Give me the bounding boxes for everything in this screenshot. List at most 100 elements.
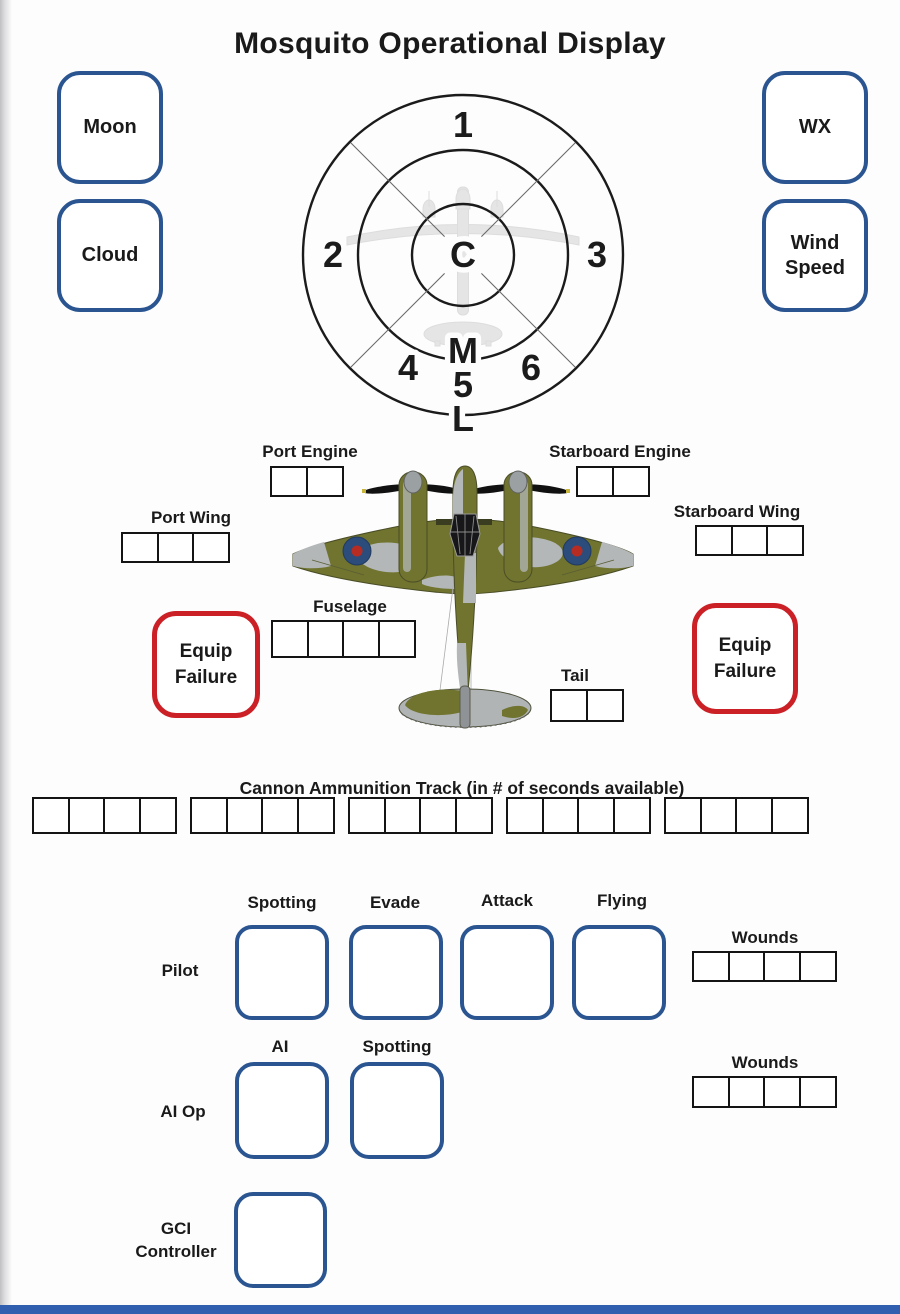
pilot-flying-box[interactable] (572, 925, 666, 1020)
pilot-skill-label-attack: Attack (481, 891, 533, 910)
ammo-box[interactable] (541, 797, 580, 834)
equip-failure-label-line1: Equip (718, 634, 772, 656)
ammo-box[interactable] (612, 797, 651, 834)
ammo-group-3 (348, 797, 493, 834)
port-wing-label: Port Wing (150, 508, 232, 527)
aiop-wound-box[interactable] (727, 1076, 766, 1108)
ammo-group-5 (664, 797, 809, 834)
fuselage-damage-box[interactable] (377, 620, 416, 658)
port-wing-damage-box[interactable] (121, 532, 159, 563)
port-wing-track (121, 532, 230, 563)
sector-label-3: 3 (587, 234, 607, 275)
aiop-wound-box[interactable] (798, 1076, 837, 1108)
ammo-group-2 (190, 797, 335, 834)
starboard-wing-track (695, 525, 804, 556)
wind-speed-box[interactable]: Wind Speed (762, 199, 868, 312)
aiop-skill-label-spotting: Spotting (362, 1037, 432, 1056)
pilot-evade-box[interactable] (349, 925, 443, 1020)
engine-nacelles (398, 470, 533, 583)
ammo-box[interactable] (383, 797, 422, 834)
ammo-box[interactable] (348, 797, 386, 834)
range-band-close: C (450, 234, 476, 275)
tail-track (550, 689, 624, 722)
starboard-wing-damage-box[interactable] (730, 525, 769, 556)
ammo-box[interactable] (138, 797, 177, 834)
tail-label: Tail (560, 666, 590, 685)
aiop-wound-box[interactable] (763, 1076, 801, 1108)
fuselage-label: Fuselage (313, 597, 387, 616)
page-edge-shadow (0, 0, 12, 1314)
cloud-label: Cloud (81, 244, 139, 266)
starboard-engine-damage-box[interactable] (611, 466, 650, 497)
starboard-wing-damage-box[interactable] (766, 525, 804, 556)
ammo-box[interactable] (770, 797, 809, 834)
bomber-silhouette (346, 186, 580, 347)
ammo-box[interactable] (296, 797, 335, 834)
aiop-label: AI Op (160, 1102, 206, 1121)
pilot-wound-box[interactable] (692, 951, 730, 982)
sector-line-se (481, 273, 576, 368)
tail-damage-box[interactable] (585, 689, 624, 722)
gci-label-line2: Controller (135, 1242, 217, 1261)
wind-speed-label: Wind Speed (784, 231, 846, 279)
tailplane (398, 685, 532, 729)
pilot-skill-label-evade: Evade (369, 893, 421, 912)
ammo-box[interactable] (419, 797, 457, 834)
ammo-box[interactable] (577, 797, 615, 834)
ammo-box[interactable] (735, 797, 773, 834)
port-wing-damage-box[interactable] (192, 532, 230, 563)
port-wing-damage-box[interactable] (156, 532, 195, 563)
equip-failure-label-line2: Failure (713, 660, 777, 682)
aiop-skill-label-ai: AI (271, 1037, 289, 1056)
ammo-box[interactable] (225, 797, 264, 834)
port-engine-track (270, 466, 344, 497)
gci-controller-box[interactable] (234, 1192, 327, 1288)
starboard-engine-track (576, 466, 650, 497)
equip-failure-box-right[interactable]: Equip Failure (692, 603, 798, 714)
ammo-box[interactable] (454, 797, 493, 834)
pilot-wound-box[interactable] (727, 951, 766, 982)
cloud-box[interactable]: Cloud (57, 199, 163, 312)
sector-line-nw (350, 142, 445, 237)
pilot-label: Pilot (161, 961, 199, 980)
aiop-ai-box[interactable] (235, 1062, 329, 1159)
fuselage-damage-box[interactable] (271, 620, 309, 658)
ammo-box[interactable] (506, 797, 544, 834)
pilot-wound-box[interactable] (763, 951, 801, 982)
gci-label-line1: GCI (160, 1219, 192, 1238)
range-sector-diagram: 1 2 3 4 5 6 C M L (301, 93, 625, 445)
aiop-spotting-box[interactable] (350, 1062, 444, 1159)
ammo-box[interactable] (103, 797, 141, 834)
starboard-engine-damage-box[interactable] (576, 466, 614, 497)
mosquito-aircraft-image (292, 465, 634, 729)
fuselage-damage-box[interactable] (306, 620, 345, 658)
tail-damage-box[interactable] (550, 689, 588, 722)
port-engine-damage-box[interactable] (305, 466, 344, 497)
equip-failure-label-line1: Equip (179, 640, 233, 662)
ammo-box[interactable] (261, 797, 299, 834)
pilot-wound-box[interactable] (798, 951, 837, 982)
middle-range-circle (356, 148, 570, 362)
port-engine-damage-box[interactable] (270, 466, 308, 497)
ammo-group-1 (32, 797, 177, 834)
ammo-box[interactable] (699, 797, 738, 834)
equip-failure-box-left[interactable]: Equip Failure (152, 611, 260, 718)
pilot-attack-box[interactable] (460, 925, 554, 1020)
starboard-wing-label: Starboard Wing (673, 502, 801, 521)
ammo-box[interactable] (67, 797, 106, 834)
aiop-wound-box[interactable] (692, 1076, 730, 1108)
wx-box[interactable]: WX (762, 71, 868, 184)
wx-label: WX (798, 116, 832, 138)
sector-line-sw (350, 273, 445, 368)
ammo-box[interactable] (664, 797, 702, 834)
starboard-wing-damage-box[interactable] (695, 525, 733, 556)
pilot-spotting-box[interactable] (235, 925, 329, 1020)
raf-roundels (342, 536, 592, 566)
moon-box[interactable]: Moon (57, 71, 163, 184)
ammo-group-4 (506, 797, 651, 834)
ammo-box[interactable] (190, 797, 228, 834)
fuselage-damage-box[interactable] (342, 620, 380, 658)
pilot-wounds-track (692, 951, 837, 982)
ammo-box[interactable] (32, 797, 70, 834)
outer-range-circle (301, 93, 625, 417)
